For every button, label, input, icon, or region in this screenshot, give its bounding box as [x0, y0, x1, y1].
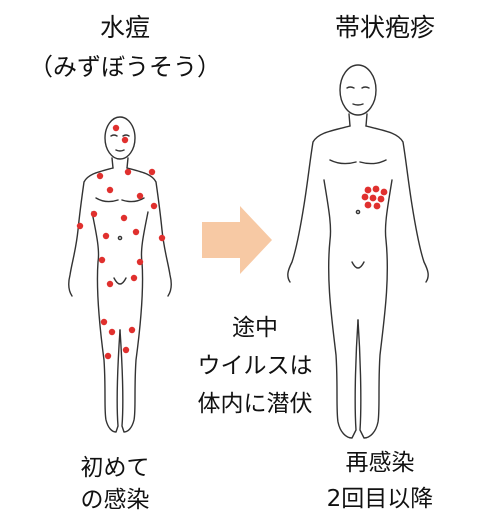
rash-dot	[150, 202, 158, 210]
rash-dot	[98, 256, 106, 264]
rash-dot	[121, 136, 129, 144]
rash-dot	[372, 185, 380, 193]
human-figure-right	[287, 64, 429, 439]
caption-line: 再感染	[345, 450, 415, 476]
rash-dot	[132, 228, 140, 236]
rash-dot	[112, 124, 120, 132]
rash-dot	[158, 234, 166, 242]
left-title: 水痘	[99, 13, 150, 42]
latency-caption: 途中 ウイルスは 体内に潜伏	[180, 310, 330, 424]
rash-dot	[96, 172, 104, 180]
rash-dot	[364, 186, 372, 194]
rash-dot	[124, 168, 132, 176]
rash-dot	[106, 186, 114, 194]
rash-dot	[130, 274, 138, 282]
rash-dot	[136, 258, 144, 266]
rash-dot	[104, 352, 112, 360]
rash-dot	[361, 193, 369, 201]
latency-line: 体内に潜伏	[197, 390, 313, 417]
rash-dot	[90, 210, 98, 218]
rash-dot	[364, 201, 372, 209]
latency-line: 途中	[232, 315, 278, 341]
rash-dot	[136, 192, 144, 200]
caption-line: 初めて	[80, 455, 150, 481]
rash-dot	[106, 280, 114, 288]
transition-arrow	[202, 206, 272, 274]
right-title: 帯状疱疹	[334, 13, 435, 42]
rash-dots-left	[76, 124, 166, 360]
caption-line: 2回目以降	[326, 485, 434, 512]
rash-dot	[108, 328, 116, 336]
rash-dot	[100, 318, 108, 326]
rash-band-right	[361, 185, 388, 210]
rash-dot	[377, 195, 385, 203]
left-subtitle: （みずぼうそう）	[29, 53, 221, 81]
rash-dot	[76, 222, 84, 230]
reinfection-caption: 再感染 2回目以降	[295, 446, 465, 517]
rash-dot	[120, 214, 128, 222]
rash-dot	[122, 346, 130, 354]
rash-dot	[380, 188, 388, 196]
human-figure-left	[67, 116, 173, 433]
latency-line: ウイルスは	[197, 352, 313, 379]
first-infection-caption: 初めて の感染	[40, 452, 190, 516]
rash-dot	[128, 326, 136, 334]
rash-dot	[102, 232, 110, 240]
rash-dot	[148, 168, 156, 176]
rash-dot	[373, 202, 381, 210]
rash-dot	[369, 194, 377, 202]
caption-line: の感染	[80, 487, 150, 514]
